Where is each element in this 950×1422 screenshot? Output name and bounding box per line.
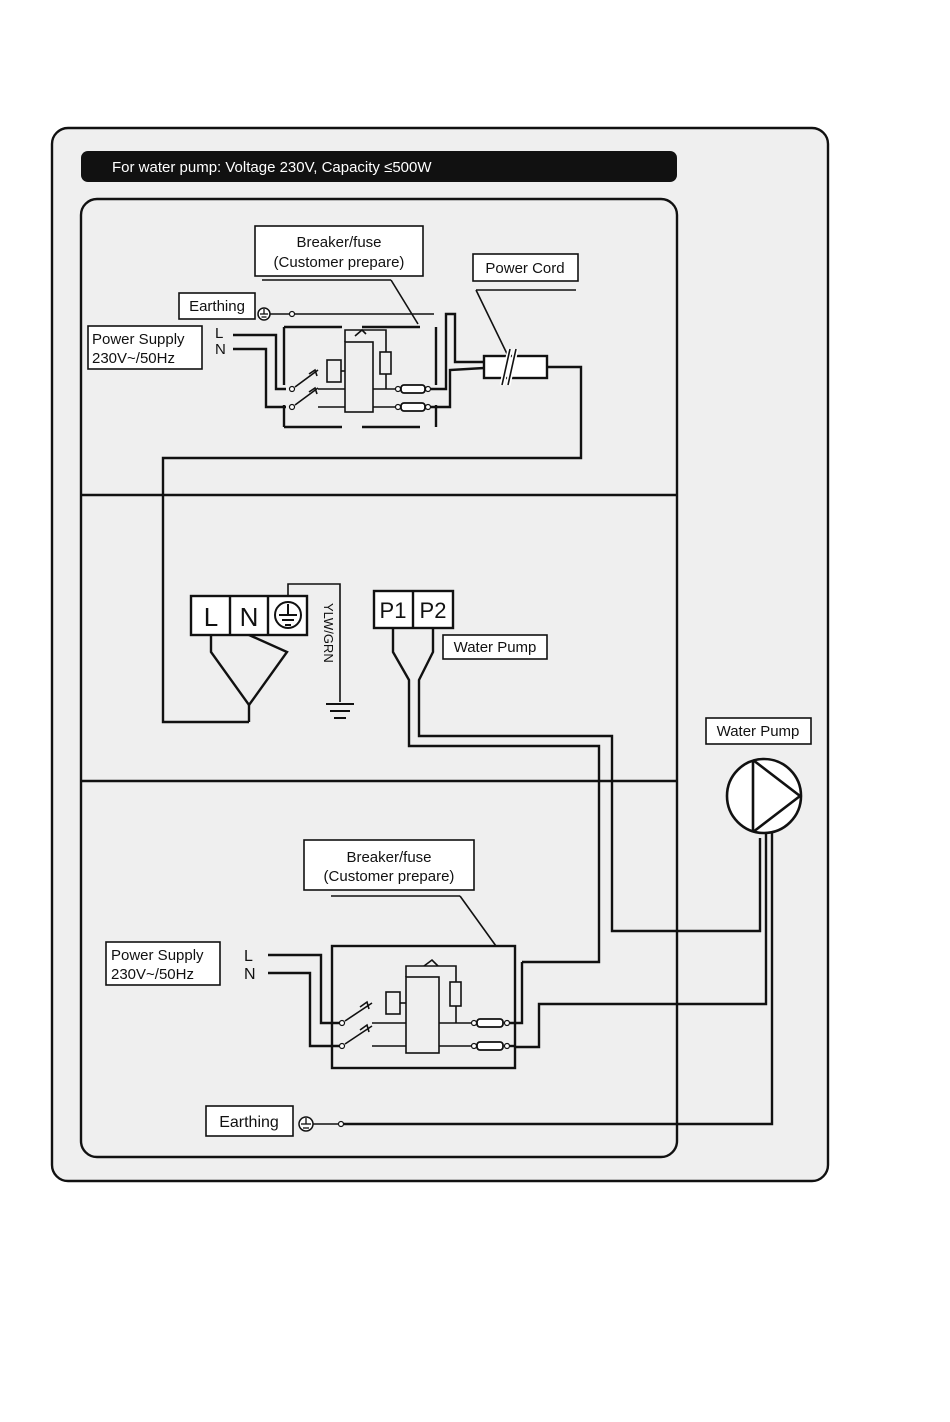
- power-supply-line1: Power Supply: [92, 331, 185, 348]
- earth-ground-icon: [258, 308, 270, 320]
- breaker-label-line2-bottom: (Customer prepare): [324, 868, 455, 885]
- terminal-l-label: L: [215, 325, 223, 342]
- terminal-n-label-bottom: N: [244, 966, 256, 983]
- pump-icon: [727, 759, 801, 833]
- header-title: For water pump: Voltage 230V, Capacity ≤…: [112, 159, 432, 176]
- earth-ground-icon: [275, 602, 301, 628]
- terminal-block-l: L: [204, 602, 218, 632]
- power-supply-line1-bottom: Power Supply: [111, 947, 204, 964]
- breaker-label-line1: Breaker/fuse: [296, 234, 381, 251]
- breaker-label-line1-bottom: Breaker/fuse: [346, 849, 431, 866]
- power-cord-label: Power Cord: [485, 260, 564, 277]
- pump-label: Water Pump: [717, 723, 800, 740]
- pump-terminal-p2: P2: [420, 598, 447, 623]
- power-supply-line2: 230V~/50Hz: [92, 350, 175, 367]
- earthing-label-bottom: Earthing: [219, 1114, 279, 1131]
- terminal-block-n: N: [240, 602, 259, 632]
- breaker-label-line2: (Customer prepare): [274, 254, 405, 271]
- pump-terminal-label: Water Pump: [454, 639, 537, 656]
- pump-terminal-p1: P1: [380, 598, 407, 623]
- earth-ground-icon: [299, 1117, 313, 1131]
- power-supply-line2-bottom: 230V~/50Hz: [111, 966, 194, 983]
- earthing-label: Earthing: [189, 298, 245, 315]
- terminal-l-label-bottom: L: [244, 948, 253, 965]
- terminal-n-label: N: [215, 341, 226, 358]
- earth-wire-label: YLW/GRN: [321, 603, 336, 663]
